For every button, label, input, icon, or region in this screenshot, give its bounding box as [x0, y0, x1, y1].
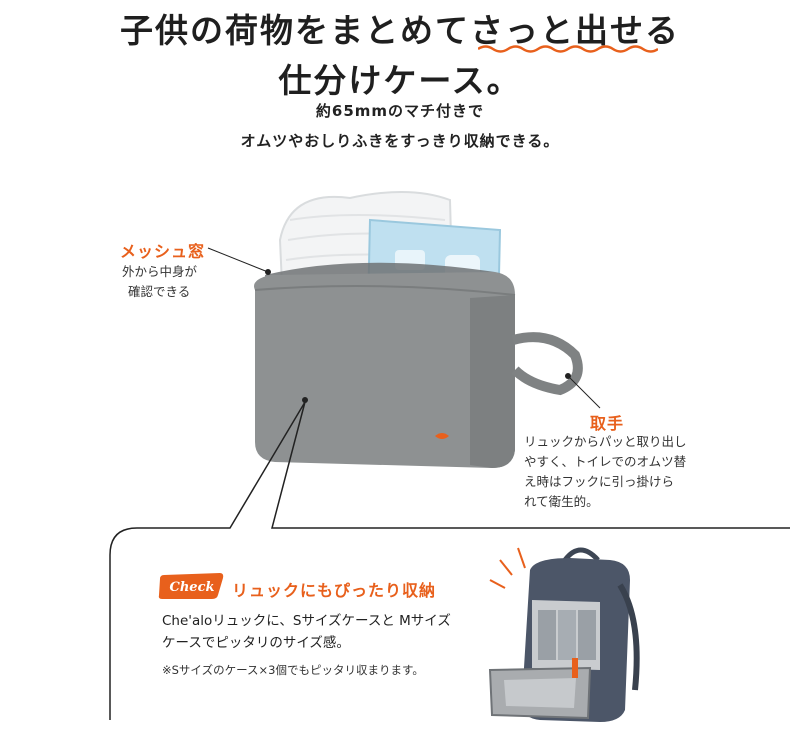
- mesh-callout-line-1: 外から中身が: [122, 264, 198, 279]
- check-title: リュックにもぴったり収納: [232, 581, 437, 600]
- lead-line-1: 約65mmのマチ付きで: [315, 102, 485, 120]
- pouch-body: [254, 272, 515, 468]
- handle-callout-leader: [565, 373, 601, 409]
- pouch-product-image: [254, 190, 583, 468]
- handle-callout-line-2: やすく、トイレでのオムツ替: [524, 454, 687, 469]
- check-body-line-2: ケースでピッタリのサイズ感。: [162, 635, 350, 651]
- check-badge: Check: [158, 573, 224, 599]
- check-note: ※Sサイズのケース×3個でもピッタリ収まります。: [162, 663, 424, 677]
- headline-line-2: 仕分けケース。: [278, 61, 522, 100]
- pouch-handle: [511, 332, 583, 396]
- handle-callout-line-1: リュックからパッと取り出し: [524, 434, 687, 449]
- headline-line-1: 子供の荷物をまとめてさっと出せる: [120, 11, 680, 50]
- mesh-callout-line-2: 確認できる: [128, 284, 191, 299]
- brand-logo: [435, 433, 449, 439]
- headline-wavy-underline: [478, 45, 658, 53]
- lead-line-2: オムツやおしりふきをすっきり収納できる。: [240, 132, 560, 150]
- check-box-outline: [109, 397, 790, 720]
- backpack-image: [488, 547, 640, 722]
- mesh-callout-title: メッシュ窓: [120, 242, 206, 261]
- mesh-callout-leader: [207, 247, 271, 275]
- handle-callout-line-4: れて衛生的。: [524, 494, 599, 509]
- check-body-line-1: Che'aloリュックに、Sサイズケースと Mサイズ: [162, 613, 451, 629]
- check-badge-label: Check: [170, 580, 215, 595]
- handle-callout-line-3: え時はフックに引っ掛けら: [524, 474, 675, 489]
- handle-callout-title: 取手: [590, 414, 625, 433]
